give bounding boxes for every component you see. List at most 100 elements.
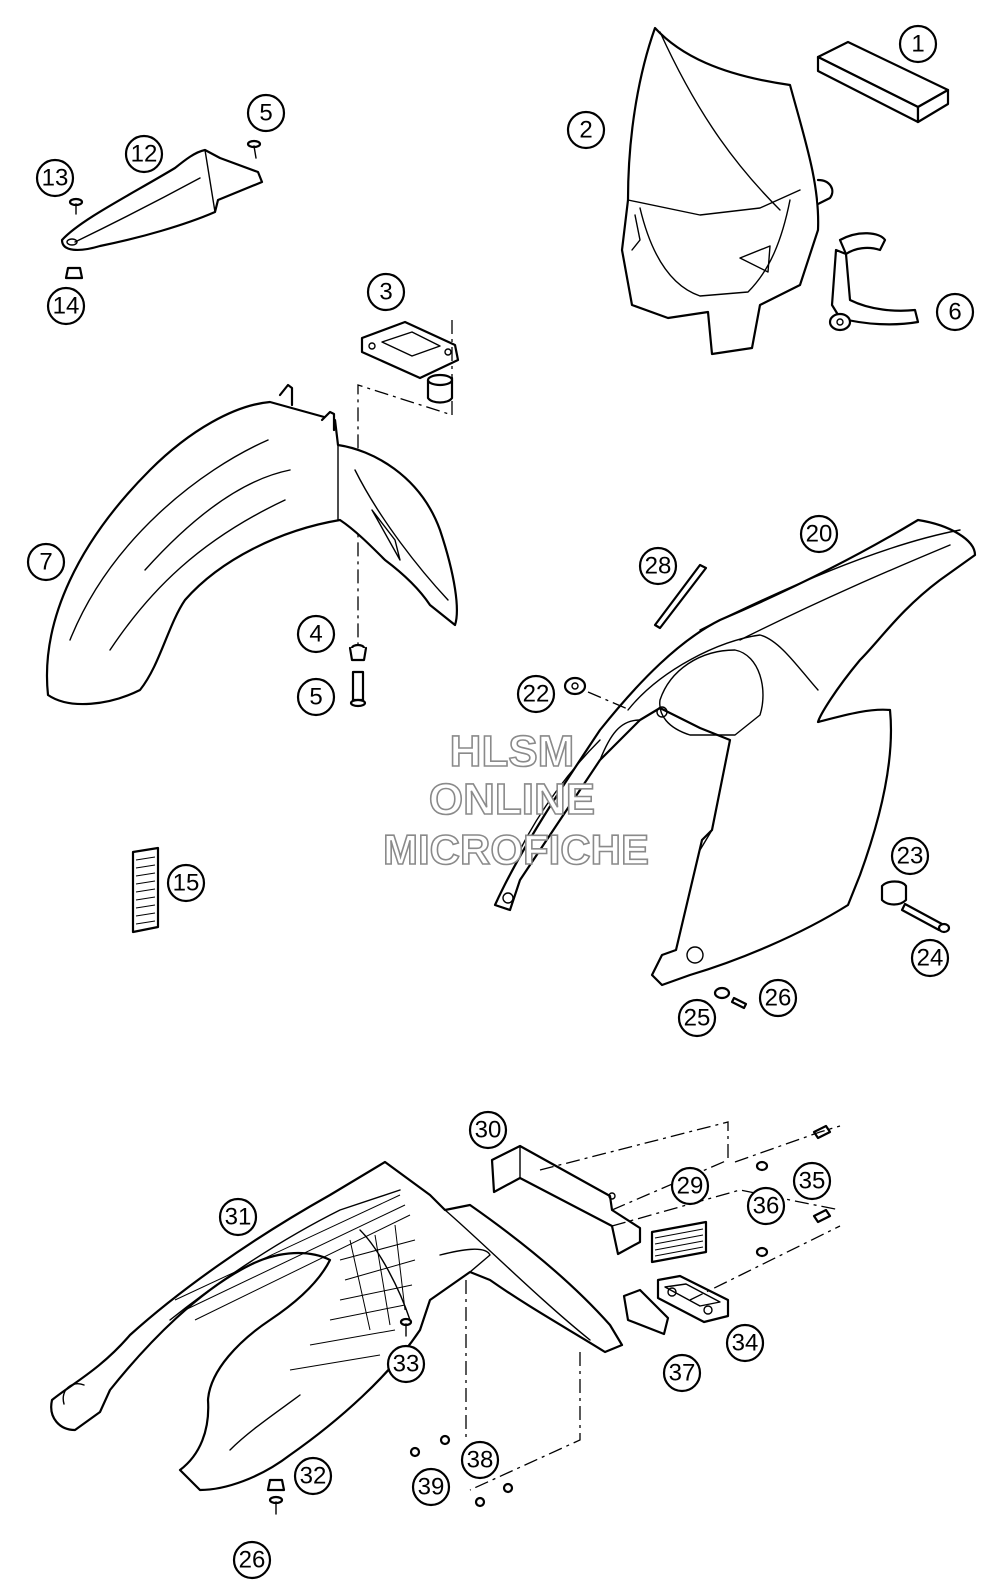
watermark-line-2: ONLINE	[429, 775, 595, 824]
part-7-front-fender	[45, 383, 458, 706]
callout-29: 29	[670, 1166, 710, 1206]
watermark-line-3: MICROFICHE	[383, 826, 649, 873]
part-36-washer-lower	[755, 1246, 769, 1258]
part-36-washer-upper	[755, 1160, 769, 1172]
callout-5-bottom: 5	[296, 677, 336, 717]
part-37-light	[622, 1288, 670, 1336]
part-1-strip	[816, 40, 950, 124]
callout-6: 6	[935, 292, 975, 332]
callout-31-label: 31	[225, 1204, 252, 1231]
callout-38: 38	[460, 1440, 500, 1480]
part-4-nut	[348, 643, 368, 662]
callout-15-label: 15	[173, 870, 200, 897]
callout-20-label: 20	[806, 521, 833, 548]
callout-35-label: 35	[799, 1168, 826, 1195]
part-26-screw-lower	[268, 1495, 284, 1515]
part-38-nut	[439, 1434, 451, 1446]
callout-4: 4	[296, 614, 336, 654]
callout-28: 28	[638, 546, 678, 586]
part-15-reflector	[131, 846, 160, 934]
callout-2: 2	[566, 110, 606, 150]
callout-29-label: 29	[677, 1173, 704, 1200]
callout-5-top: 5	[246, 93, 286, 133]
part-32-nut	[266, 1478, 286, 1492]
callout-32: 32	[293, 1456, 333, 1496]
part-30-bracket	[490, 1144, 642, 1256]
callout-2-label: 2	[579, 117, 592, 144]
callout-13-label: 13	[42, 165, 69, 192]
part-25-washer	[713, 986, 731, 1000]
callout-31: 31	[218, 1197, 258, 1237]
callout-14: 14	[46, 286, 86, 326]
callout-20: 20	[799, 514, 839, 554]
callout-12: 12	[124, 134, 164, 174]
callout-34-label: 34	[732, 1330, 759, 1357]
part-24-bolt	[900, 902, 951, 934]
callout-30-label: 30	[475, 1117, 502, 1144]
callout-34: 34	[725, 1323, 765, 1363]
callout-26-bottom-label: 26	[239, 1547, 266, 1574]
callout-23: 23	[890, 836, 930, 876]
callout-36-label: 36	[753, 1193, 780, 1220]
callout-33-label: 33	[393, 1351, 420, 1378]
callout-22: 22	[516, 674, 556, 714]
part-29-reflector	[650, 1220, 708, 1264]
callout-24-label: 24	[917, 945, 944, 972]
watermark: HLSM ONLINE MICROFICHE	[382, 726, 650, 874]
callout-33: 33	[386, 1344, 426, 1384]
callout-5-top-label: 5	[259, 100, 272, 127]
part-31-rear-fender-lower	[50, 1160, 624, 1492]
callout-4-label: 4	[309, 621, 322, 648]
callout-39: 39	[411, 1467, 451, 1507]
callout-1: 1	[898, 24, 938, 64]
callout-7: 7	[26, 542, 66, 582]
callout-15: 15	[166, 863, 206, 903]
part-39-nut-b	[474, 1482, 514, 1508]
callout-3-label: 3	[379, 279, 392, 306]
callout-25: 25	[677, 998, 717, 1038]
callout-37-label: 37	[669, 1360, 696, 1387]
callout-32-label: 32	[300, 1463, 327, 1490]
part-33-screw	[399, 1317, 413, 1337]
callout-37: 37	[662, 1353, 702, 1393]
callout-3: 3	[366, 272, 406, 312]
callout-13: 13	[35, 158, 75, 198]
part-23-grommet	[880, 880, 908, 906]
callout-12-label: 12	[131, 141, 158, 168]
part-28-decal	[653, 563, 708, 630]
part-3-bracket	[360, 320, 460, 404]
callout-1-label: 1	[911, 31, 924, 58]
watermark-line-1: HLSM	[450, 727, 575, 776]
callout-38-label: 38	[467, 1447, 494, 1474]
assembly-lines-rear	[465, 1121, 841, 1491]
callout-7-label: 7	[39, 549, 52, 576]
part-2-headlight-mask	[620, 26, 834, 356]
part-35-screw-lower	[812, 1208, 832, 1224]
callout-39-label: 39	[418, 1474, 445, 1501]
callout-23-label: 23	[897, 843, 924, 870]
callout-26-side: 26	[758, 978, 798, 1018]
callout-6-label: 6	[948, 299, 961, 326]
part-13-screw	[68, 197, 84, 215]
callout-35: 35	[792, 1161, 832, 1201]
callout-26-bottom: 26	[232, 1540, 272, 1580]
callout-24: 24	[910, 938, 950, 978]
part-12-tail-piece	[60, 148, 264, 252]
part-6-clamp	[828, 232, 920, 332]
part-39-nut	[409, 1446, 421, 1458]
part-20-rear-fender	[493, 518, 977, 987]
callout-5-bottom-label: 5	[309, 684, 322, 711]
part-5-screw-top	[246, 139, 262, 159]
callout-30: 30	[468, 1110, 508, 1150]
callout-36: 36	[746, 1186, 786, 1226]
callout-26-side-label: 26	[765, 985, 792, 1012]
part-5-bolt	[349, 670, 367, 708]
callout-22-label: 22	[523, 681, 550, 708]
callout-25-label: 25	[684, 1005, 711, 1032]
callout-28-label: 28	[645, 553, 672, 580]
part-22-nut	[563, 676, 631, 711]
callout-14-label: 14	[53, 293, 80, 320]
part-26-screw-side	[730, 996, 748, 1010]
part-14-nut	[64, 266, 84, 280]
